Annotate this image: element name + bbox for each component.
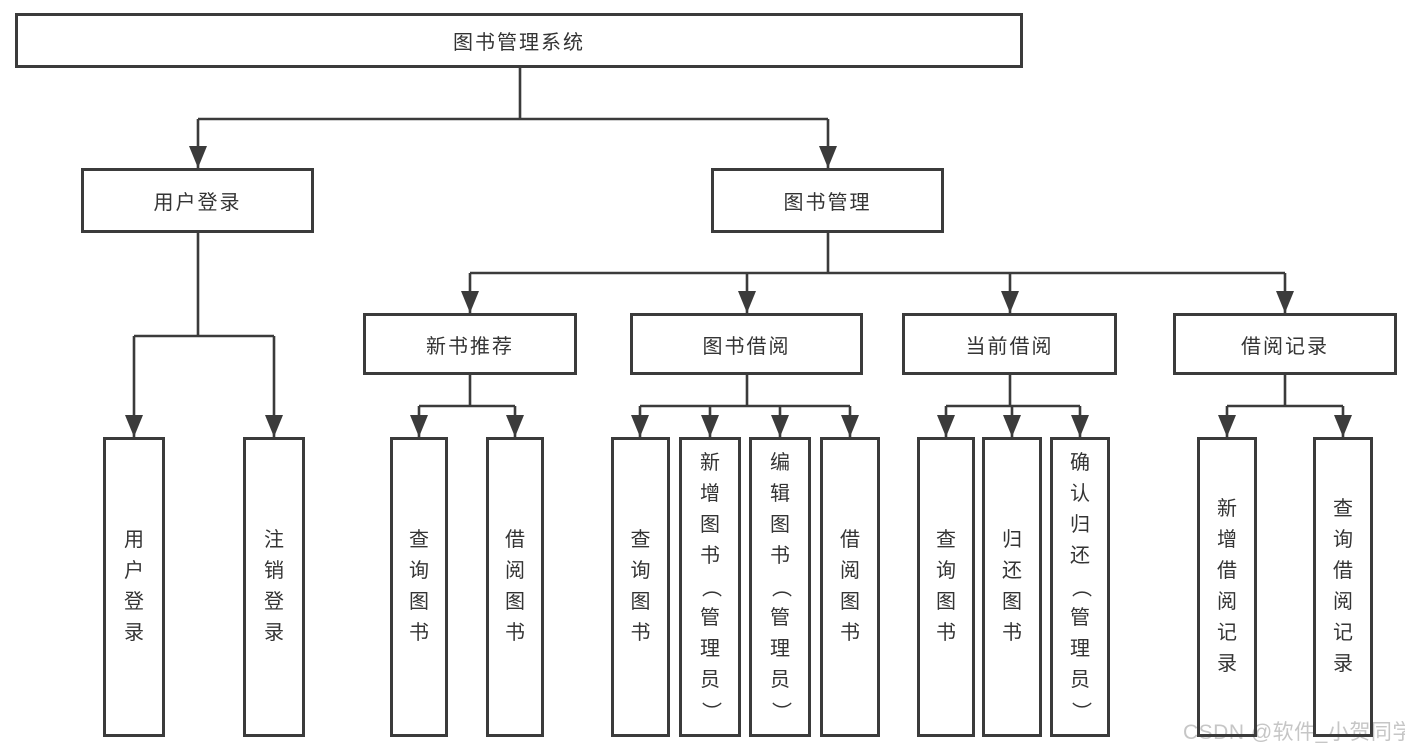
node-library-system: 图书管理系统: [15, 13, 1023, 68]
leaf-cb-query-books: 查询图书: [917, 437, 975, 737]
leaf-bb-add-books-admin: 新增图书（管理员）: [679, 437, 741, 737]
node-book-management: 图书管理: [711, 168, 944, 233]
leaf-bb-edit-books-admin: 编辑图书（管理员）: [749, 437, 811, 737]
leaf-nbr-borrow-books: 借阅图书: [486, 437, 544, 737]
leaf-bb-borrow-books: 借阅图书: [820, 437, 880, 737]
node-user-login: 用户登录: [81, 168, 314, 233]
leaf-user-login: 用户登录: [103, 437, 165, 737]
leaf-logout-login: 注销登录: [243, 437, 305, 737]
leaf-bb-query-books: 查询图书: [611, 437, 670, 737]
node-new-book-recommendation: 新书推荐: [363, 313, 577, 375]
leaf-nbr-query-books: 查询图书: [390, 437, 448, 737]
leaf-br-query-borrow-record: 查询借阅记录: [1313, 437, 1373, 737]
leaf-cb-confirm-return-admin: 确认归还（管理员）: [1050, 437, 1110, 737]
leaf-cb-return-books: 归还图书: [982, 437, 1042, 737]
watermark: CSDN @软件_小贺同学: [1183, 721, 1405, 744]
node-borrowing-records: 借阅记录: [1173, 313, 1397, 375]
leaf-br-add-borrow-record: 新增借阅记录: [1197, 437, 1257, 737]
node-current-borrowing: 当前借阅: [902, 313, 1117, 375]
node-book-borrowing: 图书借阅: [630, 313, 863, 375]
